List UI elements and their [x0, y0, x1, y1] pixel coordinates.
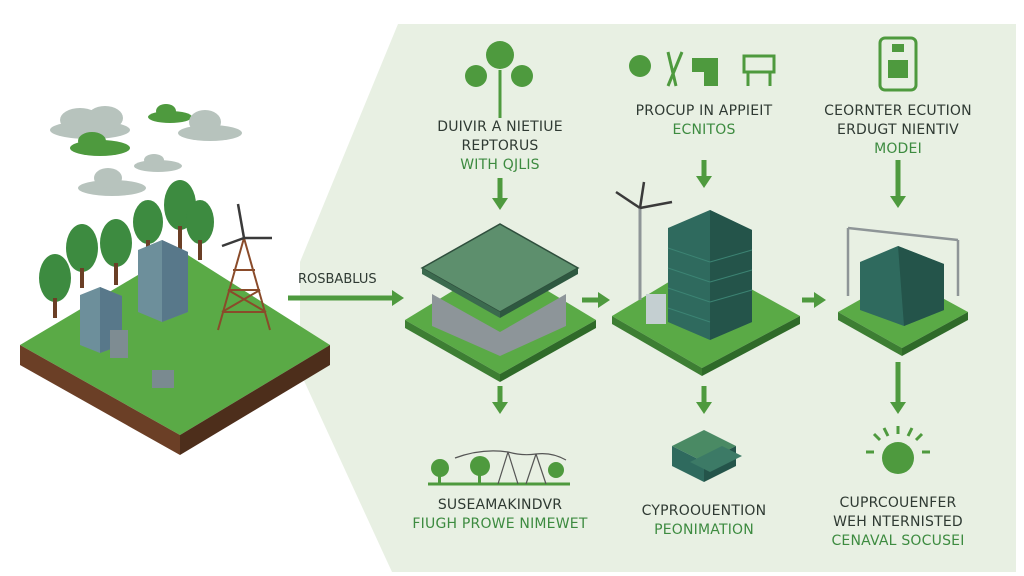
power-grid-icon [428, 450, 570, 486]
datacenter-island [612, 181, 800, 376]
device-icon [878, 36, 918, 92]
step-label-line: CUPRCOUENFER [839, 495, 957, 511]
step-label-line: ECNITOS [672, 122, 736, 138]
tools-icon [629, 51, 776, 87]
step-5-label: CYPROOUENTION PEONIMATION [604, 502, 804, 540]
plant-icon [465, 41, 533, 118]
battery-icon [672, 430, 742, 482]
step-2-label: PROCUP IN APPIEIT ECNITOS [604, 102, 804, 140]
step-label-line: WITH QJLIS [460, 157, 540, 173]
step-3-label: CEORNTER ECUTION ERDUGT NIENTIV MODEI [796, 102, 1000, 159]
arrow-head-icon [696, 176, 712, 188]
arrow-head-icon [492, 402, 508, 414]
solar-farm-island [405, 223, 596, 382]
step-6-label: CUPRCOUENFER WEH NTERNISTED CENAVAL SOCU… [796, 494, 1000, 551]
step-1-label: DUIVIR A NIETIUE REPTORUS WITH QJLIS [400, 118, 600, 175]
arrow-head-icon [890, 402, 906, 414]
step-label-line: DUIVIR A NIETIUE [437, 119, 563, 135]
cloud-icon [50, 104, 242, 196]
arrow-head-icon [890, 196, 906, 208]
arrow-head-icon [492, 198, 508, 210]
container-island [838, 226, 968, 356]
step-label-line: CENAVAL SOCUSEI [831, 533, 965, 549]
step-label-line: SUSEAMAKINDVR [437, 497, 563, 513]
step-label-line: WEH NTERNISTED [833, 514, 963, 530]
step-label-line: REPTORUS [461, 138, 539, 154]
arrow-head-icon [598, 292, 610, 308]
arrow-head-icon [696, 402, 712, 414]
ecosystem-island [20, 180, 330, 455]
step-label-line: CEORNTER ECUTION [824, 103, 972, 119]
step-label-line: ERDUGT NIENTIV [837, 122, 959, 138]
step-label-line: PEONIMATION [654, 522, 754, 538]
step-label-line: PROCUP IN APPIEIT [635, 103, 773, 119]
sun-icon [866, 426, 930, 474]
step-label-line: CYPROOUENTION [641, 503, 767, 519]
arrow-head-icon [392, 290, 404, 306]
step-label-line: FIUGH PROWE NIMEWET [412, 516, 588, 532]
step-4-label: SUSEAMAKINDVR FIUGH PROWE NIMEWET [396, 496, 604, 534]
step-label-line: MODEI [874, 141, 922, 157]
arrow-head-icon [814, 292, 826, 308]
arrow-label: ROSBABLUS [298, 272, 377, 287]
